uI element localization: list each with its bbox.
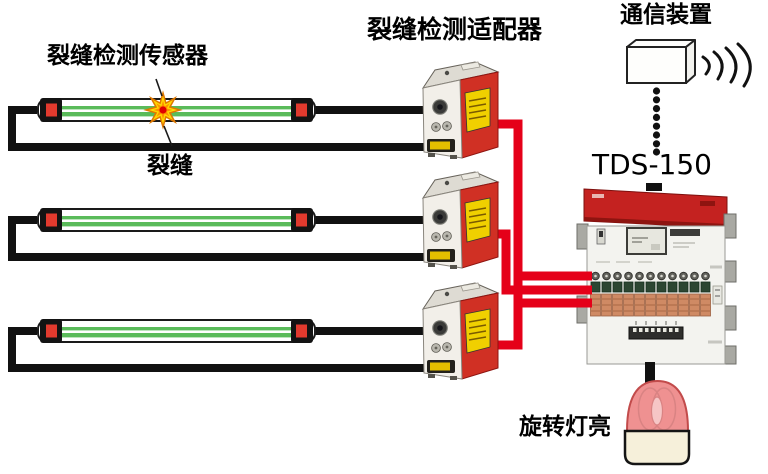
crack-pointer-top xyxy=(155,78,163,97)
sensor-label: 裂缝检测传感器 xyxy=(47,43,208,69)
tds-right-text-marks xyxy=(708,265,722,344)
link-dot xyxy=(652,140,661,148)
link-dot xyxy=(652,96,661,104)
tds-terminal-row xyxy=(589,271,712,317)
tds-clip-right-3 xyxy=(723,305,737,331)
crack-label: 裂缝 xyxy=(147,153,193,179)
crack-starburst xyxy=(143,90,183,130)
red-cable-segment xyxy=(488,229,511,239)
tds-lcd-digit-area xyxy=(651,244,660,250)
comm-device-label: 通信装置 xyxy=(620,2,712,28)
tds-clip-left-1 xyxy=(576,223,589,250)
tds-red-top-shadow xyxy=(584,217,727,228)
tds-clip-right-2 xyxy=(723,260,737,283)
link-dot xyxy=(652,87,661,95)
beacon-light xyxy=(623,379,691,466)
tds-dip-strip xyxy=(628,326,684,340)
radio-wave-arc xyxy=(736,42,752,88)
tds-port-bar xyxy=(670,229,700,236)
comm-device xyxy=(626,39,696,84)
tds-lcd xyxy=(626,227,667,255)
comm-link-dotted xyxy=(652,87,661,156)
adapter-label: 裂缝检测适配器 xyxy=(367,15,543,44)
tds-side-connector xyxy=(712,285,723,305)
tds-toggle-knob xyxy=(599,231,603,237)
radio-wave-arc xyxy=(701,55,711,76)
logger-model-label: TDS-150 xyxy=(592,148,712,181)
radio-wave-arc xyxy=(724,46,738,84)
beacon-bulb xyxy=(650,396,664,426)
red-cable-segment xyxy=(501,285,592,295)
tds-beacon-cable xyxy=(645,362,655,386)
sensor-row-2 xyxy=(12,208,424,257)
link-dot xyxy=(652,105,661,113)
adapter-device-3 xyxy=(422,282,499,381)
red-cable-segment xyxy=(513,298,592,308)
tds-print-lines-1 xyxy=(673,242,695,248)
red-cable-adapter2 xyxy=(488,229,592,295)
adapter-device-2 xyxy=(422,171,499,270)
comm-box-top xyxy=(626,39,696,48)
link-dot xyxy=(652,131,661,139)
red-cable-segment xyxy=(513,119,523,350)
red-cable-segment xyxy=(488,340,523,350)
tds-lcd-text-lines xyxy=(632,237,648,243)
radio-wave-arc xyxy=(712,50,724,81)
link-dot xyxy=(652,113,661,121)
crack-pointer-bottom xyxy=(163,125,173,147)
tds-clip-right-4 xyxy=(723,345,737,365)
red-cable-segment xyxy=(513,271,592,281)
tds-top-mark-left xyxy=(592,194,604,198)
adapter-device-1 xyxy=(422,61,499,160)
link-dot xyxy=(652,122,661,130)
crack-star-core xyxy=(159,106,167,114)
sensor-row-1 xyxy=(12,98,424,147)
tds-side-connector-slots xyxy=(715,289,720,297)
link-dot xyxy=(652,148,661,156)
tds-top-mark-right xyxy=(700,201,715,206)
red-cable-segment xyxy=(488,119,523,129)
radio-waves-icon xyxy=(701,42,752,88)
tds-device xyxy=(576,183,737,386)
tds-clip-right-1 xyxy=(723,213,737,239)
comm-box-side xyxy=(685,39,696,84)
red-cable-adapter1 xyxy=(488,119,592,350)
tds-dip-ticks xyxy=(635,321,677,325)
comm-box-front xyxy=(626,46,687,84)
beacon-label: 旋转灯亮 xyxy=(519,414,611,440)
red-cable-adapter3 xyxy=(488,298,592,350)
beacon-base xyxy=(623,429,691,466)
tds-top-stub xyxy=(646,183,662,191)
red-cable-segment xyxy=(501,229,511,295)
sensor-row-3 xyxy=(12,319,424,368)
